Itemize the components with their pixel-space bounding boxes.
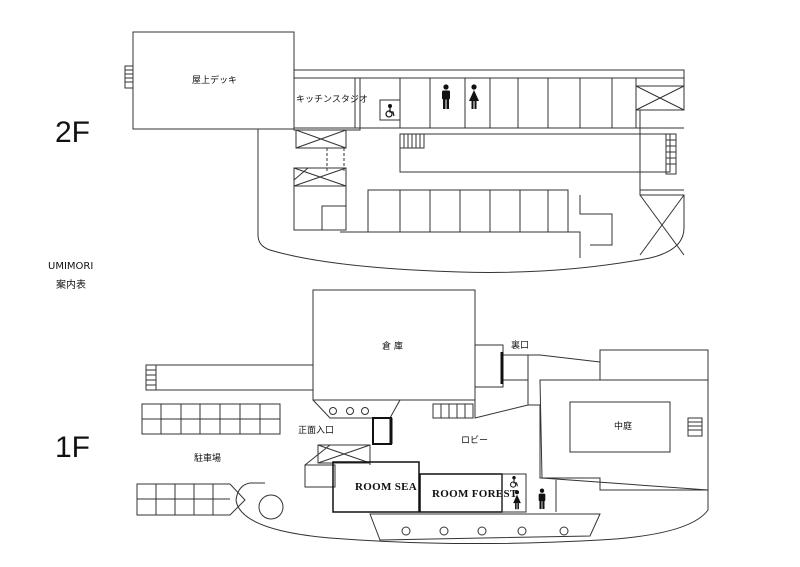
map-subtitle: 案内表	[56, 280, 86, 291]
female-restroom-icon	[469, 84, 479, 109]
room-sea-box	[332, 461, 420, 513]
courtyard-area	[569, 401, 671, 453]
parking-bottom	[136, 483, 246, 516]
room-forest-label: ROOM FOREST	[432, 488, 518, 500]
floor-1f-plan	[136, 289, 709, 545]
female-restroom-icon	[513, 490, 521, 510]
lobby-label: ロビー	[461, 436, 489, 446]
room-sea-label: ROOM SEA	[355, 481, 417, 493]
floor-2f-plan	[124, 31, 685, 273]
courtyard-label: 中庭	[614, 422, 633, 432]
parking-label: 駐車場	[194, 454, 222, 464]
floor-2f-label: 2F	[55, 116, 91, 149]
map-title: UMIMORI	[48, 261, 94, 272]
storage-label: 倉 庫	[382, 342, 403, 352]
floor-1f-label: 1F	[55, 431, 91, 464]
main-entrance-label: 正面入口	[298, 426, 335, 436]
rooftop-deck-label: 屋上デッキ	[192, 76, 238, 86]
back-entrance-label: 裏口	[511, 341, 530, 351]
male-restroom-icon	[538, 488, 546, 509]
kitchen-studio-label: キッチンスタジオ	[296, 95, 368, 105]
wheelchair-icon	[385, 104, 395, 118]
male-restroom-icon	[442, 84, 450, 109]
wheelchair-icon	[510, 476, 518, 488]
floor-2f-outline	[257, 69, 685, 273]
